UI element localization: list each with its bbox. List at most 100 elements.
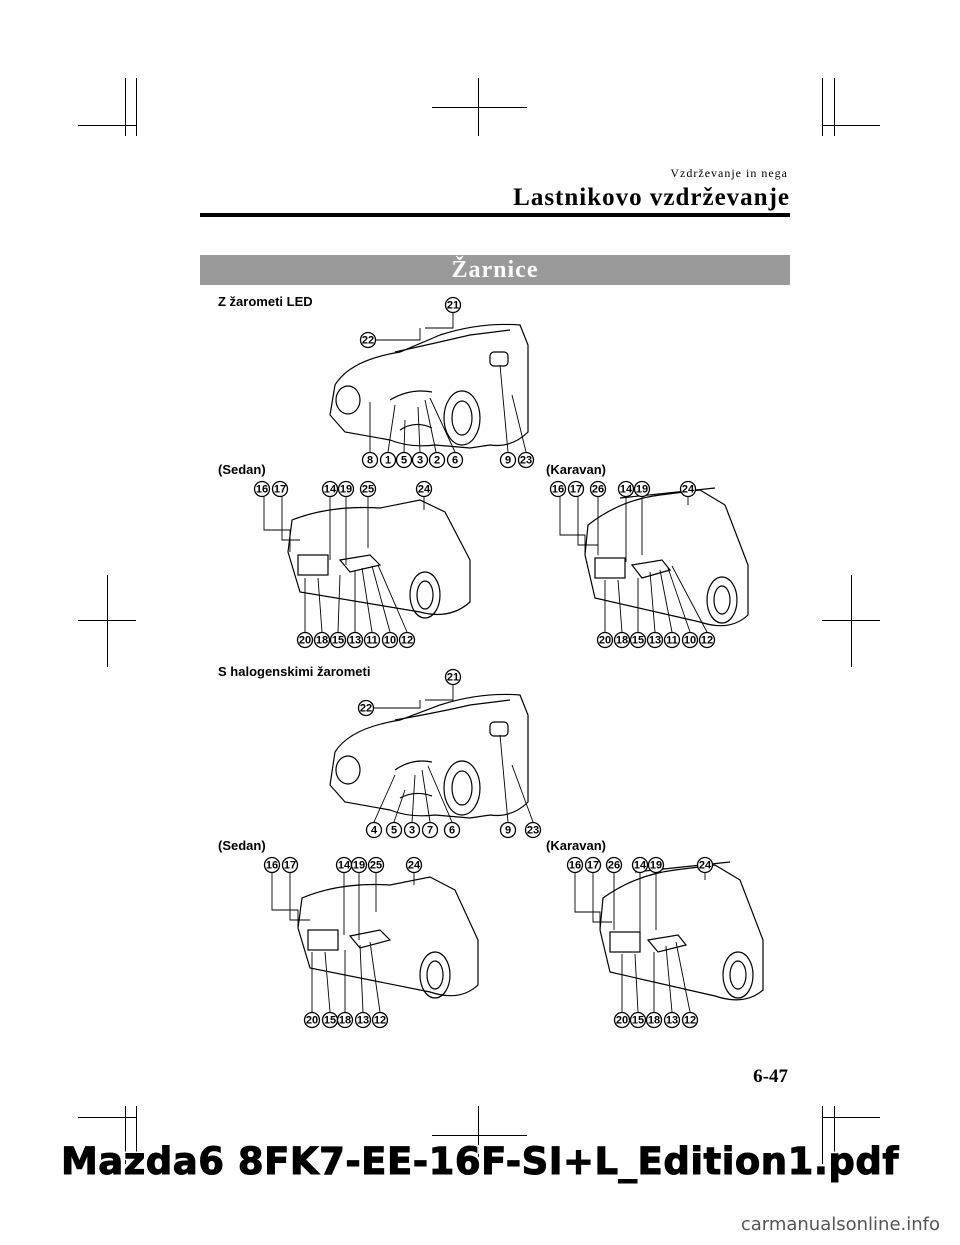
led-sedan-bottom-callout-12: 12 xyxy=(398,631,416,649)
svg-text:16: 16 xyxy=(266,860,278,872)
led-wagon-bottom-callout-10: 10 xyxy=(681,631,699,649)
svg-text:18: 18 xyxy=(316,635,328,647)
led-front-callout-23: 23 xyxy=(517,451,535,469)
svg-text:14: 14 xyxy=(338,860,351,872)
led-wagon-bottom-callout-13: 13 xyxy=(646,631,664,649)
halogen-sedan-top-callout-25: 25 xyxy=(367,856,385,874)
svg-text:18: 18 xyxy=(339,1015,351,1027)
halogen-sedan-top-callout-17: 17 xyxy=(281,856,299,874)
halogen-sedan-top-callout-19: 19 xyxy=(350,856,368,874)
halogen-wagon-label: (Karavan) xyxy=(546,838,606,853)
led-wagon-bottom-callout-15: 15 xyxy=(629,631,647,649)
led-sedan-bottom-callout-13: 13 xyxy=(346,631,364,649)
halogen-wagon-bottom-callout-18: 18 xyxy=(645,1011,663,1029)
section-title: Žarnice xyxy=(200,255,790,285)
svg-text:10: 10 xyxy=(384,635,396,647)
svg-text:23: 23 xyxy=(520,455,532,467)
halogen-front-callout-5: 5 xyxy=(385,821,403,839)
led-front-callout-6: 6 xyxy=(446,451,464,469)
svg-text:14: 14 xyxy=(634,860,647,872)
led-front-callout-22: 22 xyxy=(359,331,377,349)
svg-text:18: 18 xyxy=(616,635,628,647)
svg-text:14: 14 xyxy=(620,484,633,496)
svg-text:7: 7 xyxy=(427,825,433,837)
led-front-callout-8: 8 xyxy=(361,451,379,469)
svg-text:10: 10 xyxy=(684,635,696,647)
svg-text:17: 17 xyxy=(570,484,582,496)
led-wagon-top-callout-24: 24 xyxy=(679,480,697,498)
led-sedan-label: (Sedan) xyxy=(218,462,266,477)
led-wagon-top-callout-16: 16 xyxy=(549,480,567,498)
svg-text:5: 5 xyxy=(401,455,407,467)
svg-text:17: 17 xyxy=(274,484,286,496)
svg-text:20: 20 xyxy=(599,635,611,647)
page-number: 6-47 xyxy=(753,1066,788,1087)
svg-text:6: 6 xyxy=(449,825,455,837)
halogen-sedan-bottom-callout-13: 13 xyxy=(354,1011,372,1029)
svg-text:4: 4 xyxy=(371,825,378,837)
svg-text:1: 1 xyxy=(385,455,391,467)
led-sedan-rear-illustration xyxy=(287,499,471,619)
led-sedan-bottom-callout-20: 20 xyxy=(296,631,314,649)
led-front-callout-21: 21 xyxy=(444,296,462,314)
svg-text:9: 9 xyxy=(505,455,511,467)
chapter-header: Lastnikovo vzdrževanje xyxy=(513,184,790,211)
svg-text:2: 2 xyxy=(434,455,440,467)
halogen-front-car-illustration xyxy=(329,693,529,819)
halogen-front-callout-7: 7 xyxy=(421,821,439,839)
svg-text:13: 13 xyxy=(357,1015,369,1027)
halogen-wagon-bottom-callout-20: 20 xyxy=(613,1011,631,1029)
svg-text:16: 16 xyxy=(569,860,581,872)
svg-text:20: 20 xyxy=(299,635,311,647)
svg-text:19: 19 xyxy=(650,860,662,872)
svg-text:24: 24 xyxy=(418,484,431,496)
svg-text:26: 26 xyxy=(608,860,620,872)
svg-text:14: 14 xyxy=(324,484,337,496)
halogen-wagon-top-callout-14: 14 xyxy=(631,856,649,874)
svg-text:3: 3 xyxy=(409,825,415,837)
halogen-sedan-top-callout-24: 24 xyxy=(405,856,423,874)
halogen-wagon-top-callout-26: 26 xyxy=(605,856,623,874)
halogen-sedan-rear-illustration xyxy=(297,876,479,999)
led-sedan-top-callout-16: 16 xyxy=(253,480,271,498)
svg-text:24: 24 xyxy=(699,860,712,872)
svg-text:11: 11 xyxy=(366,635,378,647)
header-rule xyxy=(200,213,790,217)
svg-text:17: 17 xyxy=(587,860,599,872)
halogen-front-callout-9: 9 xyxy=(499,821,517,839)
halogen-front-callout-3: 3 xyxy=(403,821,421,839)
led-sedan-top-callout-24: 24 xyxy=(415,480,433,498)
svg-text:12: 12 xyxy=(374,1015,386,1027)
svg-text:12: 12 xyxy=(401,635,413,647)
halogen-sedan-bottom-callout-12: 12 xyxy=(371,1011,389,1029)
led-sedan-bottom-callout-10: 10 xyxy=(381,631,399,649)
led-sedan-top-callout-14: 14 xyxy=(321,480,339,498)
svg-text:12: 12 xyxy=(701,635,713,647)
led-front-callout-5: 5 xyxy=(395,451,413,469)
led-wagon-bottom-callout-11: 11 xyxy=(663,631,681,649)
svg-text:25: 25 xyxy=(370,860,382,872)
halogen-front-callout-21: 21 xyxy=(444,668,462,686)
svg-text:12: 12 xyxy=(684,1015,696,1027)
svg-text:18: 18 xyxy=(648,1015,660,1027)
svg-text:24: 24 xyxy=(408,860,421,872)
svg-text:22: 22 xyxy=(362,335,374,347)
halogen-sedan-top-callout-14: 14 xyxy=(335,856,353,874)
led-sedan-bottom-callout-15: 15 xyxy=(329,631,347,649)
led-wagon-top-callout-14: 14 xyxy=(617,480,635,498)
led-wagon-rear-illustration xyxy=(584,487,749,627)
led-wagon-top-callout-17: 17 xyxy=(567,480,585,498)
led-sedan-top-callout-17: 17 xyxy=(271,480,289,498)
halogen-wagon-bottom-callout-15: 15 xyxy=(629,1011,647,1029)
led-front-car-illustration xyxy=(329,323,529,449)
svg-text:19: 19 xyxy=(340,484,352,496)
svg-text:3: 3 xyxy=(417,455,423,467)
svg-text:22: 22 xyxy=(360,703,372,715)
svg-text:9: 9 xyxy=(505,825,511,837)
svg-text:20: 20 xyxy=(616,1015,628,1027)
led-wagon-bottom-callout-12: 12 xyxy=(698,631,716,649)
halogen-wagon-top-callout-24: 24 xyxy=(696,856,714,874)
section-header: Vzdrževanje in nega xyxy=(670,166,788,180)
halogen-front-callout-6: 6 xyxy=(443,821,461,839)
svg-text:26: 26 xyxy=(592,484,604,496)
